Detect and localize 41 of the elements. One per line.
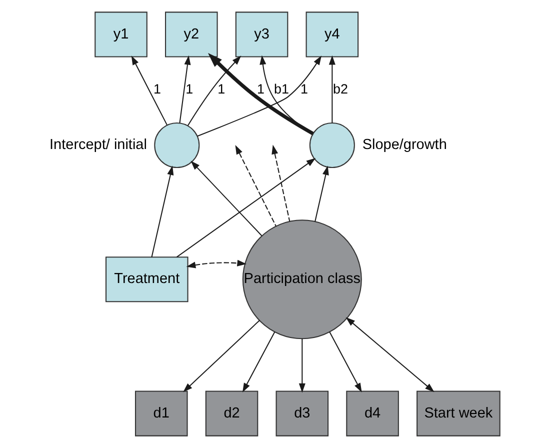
- arrow: [150, 166, 174, 258]
- arrow: [182, 320, 260, 392]
- node-label: Intercept/ initial: [49, 137, 146, 154]
- arrow: [130, 56, 167, 126]
- node-circle: Participation class: [242, 220, 362, 340]
- edge-label: b2: [332, 81, 348, 96]
- node-box: d4: [346, 390, 398, 436]
- edge-label: 1: [217, 81, 225, 96]
- node-label: Slope/growth: [362, 137, 446, 154]
- arrow: [234, 144, 276, 227]
- edge-label: 1: [300, 81, 308, 96]
- arrow: [298, 338, 305, 393]
- node-circle: [154, 122, 200, 168]
- node-box: y4: [305, 12, 358, 58]
- node-box: y3: [234, 12, 288, 58]
- arrow: [176, 158, 316, 258]
- arrow: [178, 55, 190, 124]
- arrow: [207, 53, 314, 136]
- arrow: [186, 56, 241, 126]
- node-box: y2: [164, 12, 218, 58]
- node-box: d3: [275, 390, 328, 436]
- arrow: [242, 332, 275, 392]
- arrow: [328, 55, 335, 123]
- node-box: y1: [94, 12, 147, 58]
- node-box: d2: [204, 390, 258, 436]
- arrow: [196, 56, 322, 137]
- node-circle: [308, 122, 354, 168]
- edge-label: 1: [152, 81, 160, 96]
- node-box: Treatment: [104, 256, 188, 302]
- arrow: [328, 332, 362, 392]
- arrow: [259, 55, 313, 134]
- arrow: [186, 260, 246, 268]
- arrow: [314, 166, 328, 222]
- node-box: d1: [134, 390, 188, 436]
- edge-label: b1: [273, 81, 288, 96]
- node-box: Start week: [416, 390, 500, 436]
- edge-label: 1: [185, 81, 193, 96]
- arrow: [271, 144, 290, 222]
- arrow: [345, 317, 434, 392]
- arrow: [190, 160, 262, 236]
- edge-label: 1: [256, 81, 264, 96]
